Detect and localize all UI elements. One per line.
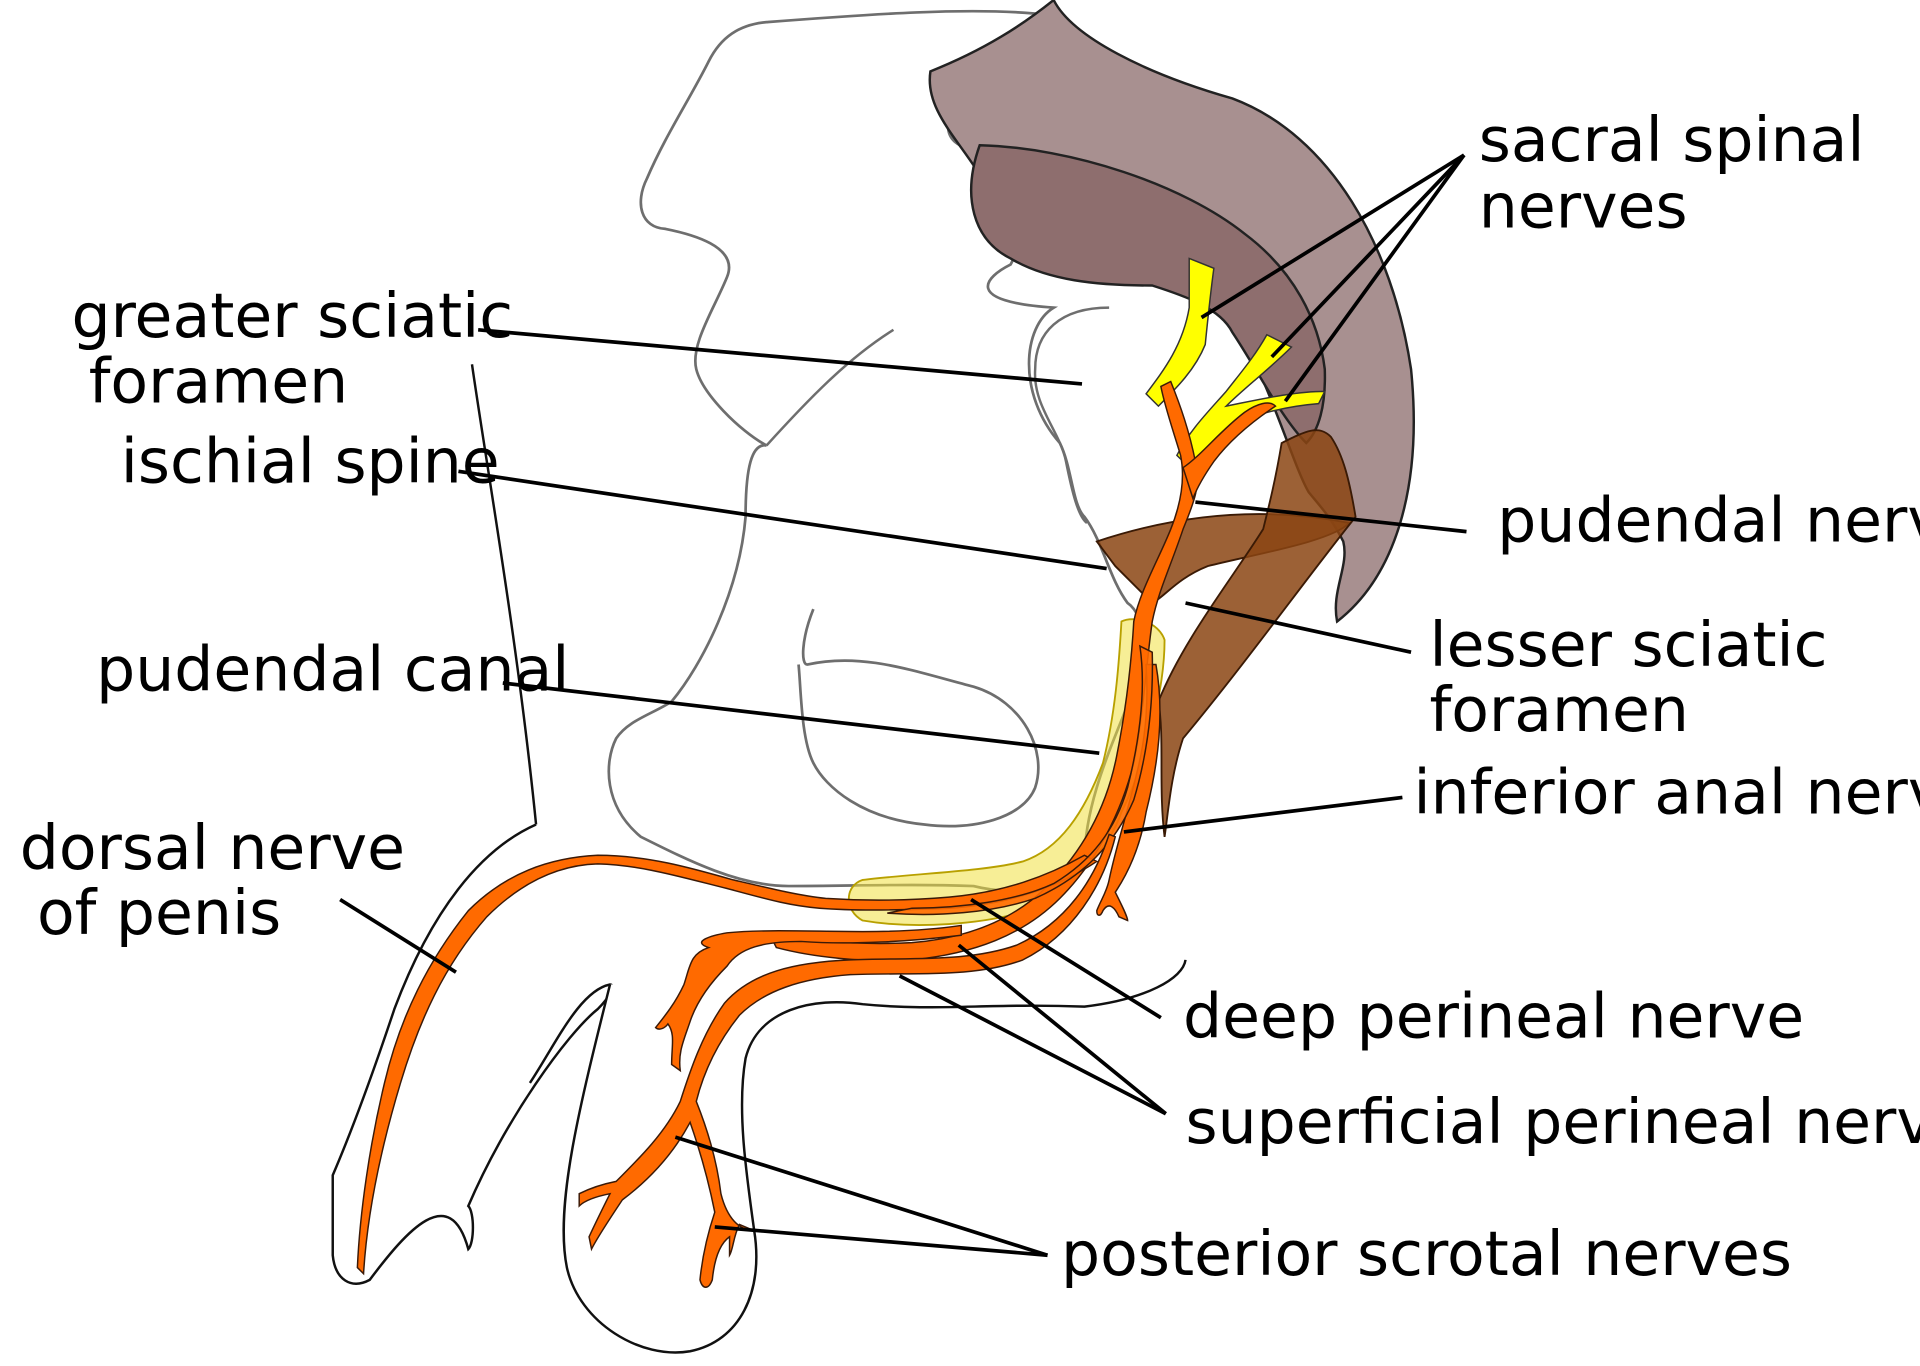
scrotum-outline xyxy=(562,959,1187,1354)
leader-greater-sciatic xyxy=(477,327,1083,386)
leader-pudendal-nerve xyxy=(1195,500,1467,534)
obturator-foramen xyxy=(797,608,1040,828)
pudendal-nerve-roots xyxy=(1182,402,1277,501)
label-inferior-anal-nerve: inferior anal nerve xyxy=(1414,756,1920,828)
leader-superficial-1 xyxy=(957,943,1167,1116)
label-pudendal-canal: pudendal canal xyxy=(96,633,569,705)
greater-sciatic-notch-outline xyxy=(1033,306,1110,525)
label-lesser-sciatic-foramen-2: foramen xyxy=(1430,674,1689,746)
label-sacral-spinal-nerves-2: nerves xyxy=(1479,171,1688,243)
leader-lines xyxy=(339,153,1467,1258)
leader-dorsal-nerve xyxy=(339,898,457,974)
leader-deep-perineal xyxy=(970,898,1162,1020)
label-dorsal-nerve-of-penis-2: of penis xyxy=(37,877,281,949)
label-posterior-scrotal-nerves: posterior scrotal nerves xyxy=(1061,1218,1792,1290)
label-ischial-spine: ischial spine xyxy=(121,425,500,497)
deep-perineal-branch xyxy=(654,924,962,1073)
leader-sacral-3 xyxy=(1283,153,1466,403)
label-lesser-sciatic-foramen-1: lesser sciatic xyxy=(1430,609,1828,681)
label-superficial-perineal-nerve: superficial perineal nerve xyxy=(1186,1086,1920,1158)
leader-ischial-spine xyxy=(458,469,1107,571)
leader-sacral-2 xyxy=(1270,153,1466,359)
leader-scrotal-1 xyxy=(674,1135,1049,1258)
label-dorsal-nerve-of-penis-1: dorsal nerve xyxy=(20,812,405,884)
dorsal-nerve-of-penis xyxy=(356,854,1099,1276)
leader-scrotal-2 xyxy=(714,1225,1048,1258)
sacrum-inner xyxy=(970,143,1327,445)
leader-superficial-2 xyxy=(898,974,1167,1116)
label-greater-sciatic-foramen-2: foramen xyxy=(89,345,348,417)
deep-perineal-nerve xyxy=(887,644,1154,916)
leader-inferior-anal xyxy=(1123,795,1403,834)
bone-line xyxy=(765,328,895,447)
sacral-nerve-1 xyxy=(1145,257,1215,408)
label-deep-perineal-nerve: deep perineal nerve xyxy=(1183,980,1804,1052)
sacrotuberous-ligament xyxy=(1157,429,1357,837)
leader-lesser-sciatic xyxy=(1185,601,1412,655)
label-greater-sciatic-foramen-1: greater sciatic xyxy=(71,280,513,352)
label-sacral-spinal-nerves-1: sacral spinal xyxy=(1479,104,1865,176)
leader-pudendal-canal xyxy=(502,681,1100,755)
leader-sacral-1 xyxy=(1200,153,1466,320)
label-pudendal-nerve: pudendal nerve xyxy=(1497,485,1920,557)
